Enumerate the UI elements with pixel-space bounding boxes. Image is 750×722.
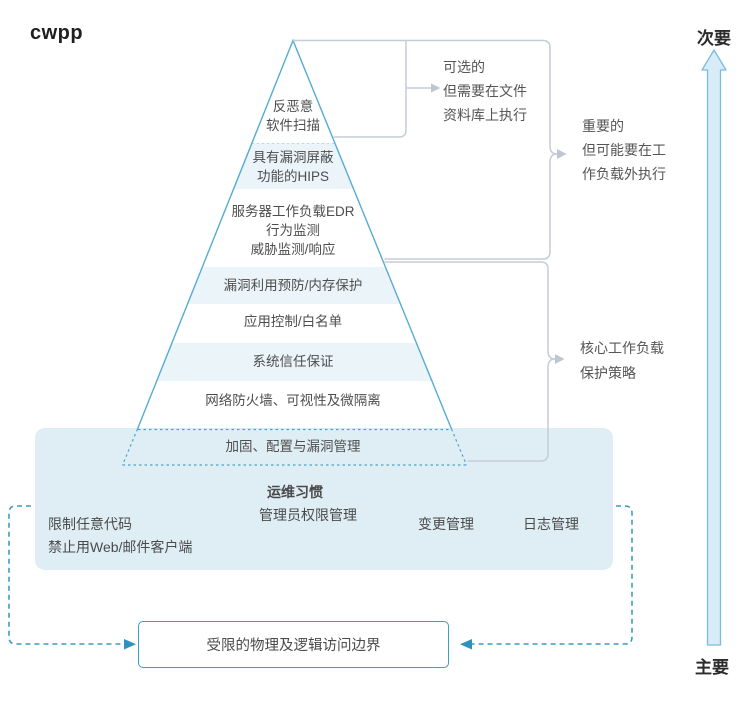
pyramid-layer-label: 应用控制/白名单 — [243, 314, 343, 329]
priority-top-label: 次要 — [697, 29, 731, 48]
arrowhead-icon — [460, 639, 472, 650]
bracket-important-lower — [384, 153, 558, 260]
pyramid-layer-label: 网络防火墙、可视性及微隔离 — [205, 393, 381, 408]
pyramid-layer-label: 漏洞利用预防/内存保护 — [223, 278, 363, 293]
priority-arrow — [701, 49, 727, 646]
pyramid-band — [233, 143, 354, 189]
arrowhead-icon — [124, 639, 136, 650]
boundary-label: 受限的物理及逻辑访问边界 — [206, 638, 381, 654]
boundary-box: 受限的物理及逻辑访问边界 — [138, 621, 449, 668]
ops-item-restrict: 限制任意代码 禁止用Web/邮件客户端 — [48, 516, 193, 555]
bracket-important-upper — [292, 39, 558, 155]
pyramid-band — [187, 267, 401, 304]
bracket-optional — [333, 39, 407, 138]
arrowhead-icon — [431, 83, 441, 93]
annotation-optional: 可选的 但需要在文件 资料库上执行 — [443, 59, 527, 123]
pyramid-layer-label: 反恶意 软件扫描 — [266, 99, 320, 133]
ops-item-admin: 管理员权限管理 — [259, 507, 357, 523]
annotation-important: 重要的 但可能要在工 作负载外执行 — [582, 118, 666, 182]
pyramid-layer-label: 服务器工作负载EDR 行为监测 威胁监测/响应 — [231, 204, 355, 257]
pyramid-layer-label: 加固、配置与漏洞管理 — [225, 439, 361, 454]
bracket-core-lower — [467, 358, 556, 462]
ops-item-log: 日志管理 — [523, 516, 579, 532]
ops-title: 运维习惯 — [267, 484, 323, 500]
pyramid-layer-label: 系统信任保证 — [252, 354, 334, 369]
arrowhead-icon — [555, 354, 565, 364]
ops-item-change: 变更管理 — [418, 516, 474, 532]
priority-bottom-label: 主要 — [695, 658, 729, 677]
diagram-title: cwpp — [30, 22, 84, 44]
arrowhead-icon — [557, 149, 567, 159]
bracket-core-upper — [384, 261, 556, 360]
annotation-core: 核心工作负载 保护策略 — [580, 340, 664, 381]
pyramid-band — [156, 343, 433, 381]
pyramid-layer-label: 具有漏洞屏蔽 功能的HIPS — [252, 150, 334, 184]
right-dashed-connector — [472, 505, 633, 645]
ops-box — [35, 428, 613, 570]
